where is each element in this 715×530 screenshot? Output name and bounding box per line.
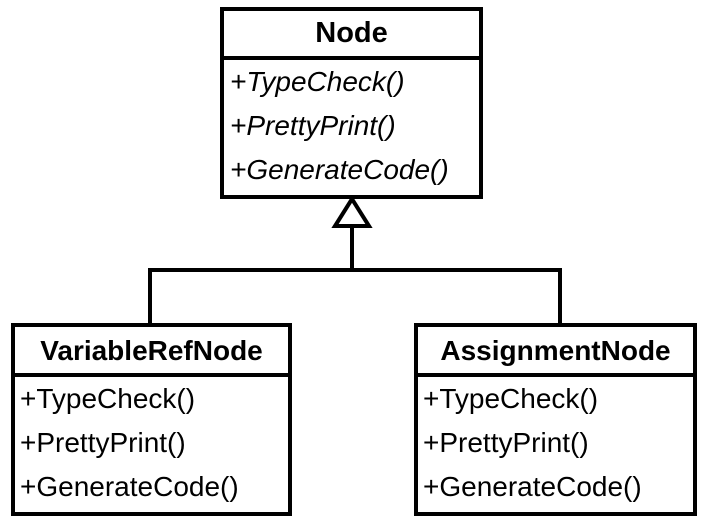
assignment-node-op-generatecode: +GenerateCode() xyxy=(423,471,642,502)
variable-ref-node-op-prettyprint: +PrettyPrint() xyxy=(20,427,186,458)
assignment-node-op-typecheck: +TypeCheck() xyxy=(423,383,599,414)
variable-ref-node-operations: +TypeCheck() +PrettyPrint() +GenerateCod… xyxy=(15,373,288,509)
variable-ref-node-op-generatecode: +GenerateCode() xyxy=(20,471,239,502)
variable-ref-node-op-typecheck: +TypeCheck() xyxy=(20,383,196,414)
node-op-typecheck: +TypeCheck() xyxy=(230,66,405,97)
node-operations: +TypeCheck() +PrettyPrint() +GenerateCod… xyxy=(224,56,479,192)
node-op-generatecode: +GenerateCode() xyxy=(230,154,449,185)
node-class-box: Node +TypeCheck() +PrettyPrint() +Genera… xyxy=(220,7,483,199)
assignment-node-op-prettyprint: +PrettyPrint() xyxy=(423,427,589,458)
variable-ref-node-class-name: VariableRefNode xyxy=(40,335,263,366)
node-class-name: Node xyxy=(315,17,388,49)
generalization-arrowhead-icon xyxy=(331,195,373,228)
assignment-node-operations: +TypeCheck() +PrettyPrint() +GenerateCod… xyxy=(418,373,693,509)
node-op-prettyprint: +PrettyPrint() xyxy=(230,110,396,141)
inheritance-lines xyxy=(148,227,562,323)
variable-ref-node-class-box: VariableRefNode +TypeCheck() +PrettyPrin… xyxy=(11,323,292,516)
assignment-node-class-box: AssignmentNode +TypeCheck() +PrettyPrint… xyxy=(414,323,697,516)
assignment-node-class-name: AssignmentNode xyxy=(440,335,671,366)
